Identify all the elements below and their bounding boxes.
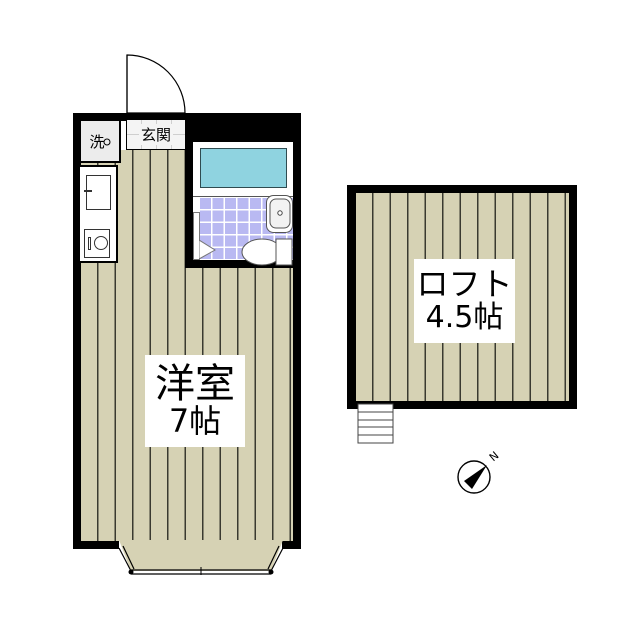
loft-name: ロフト	[416, 265, 513, 304]
loft-ladder-icon[interactable]	[357, 403, 395, 445]
bathtub	[200, 148, 287, 188]
bay-window[interactable]	[113, 540, 289, 576]
bath-door[interactable]	[193, 212, 200, 260]
entrance-door-icon[interactable]	[125, 53, 189, 117]
kitchen-counter	[80, 165, 118, 263]
main-wall-right	[293, 113, 301, 549]
main-wall-left	[73, 113, 81, 549]
western-room-label: 洋室 7帖	[145, 355, 245, 447]
laundry-space: 洗	[81, 121, 121, 163]
bathroom	[193, 142, 293, 266]
stove	[84, 229, 110, 258]
washbasin-icon	[266, 195, 293, 233]
laundry-label: 洗	[89, 132, 105, 151]
main-wall-bottom-left	[73, 541, 119, 549]
toilet-icon	[241, 238, 293, 266]
loft-size: 4.5帖	[425, 300, 504, 336]
kitchen-sink	[84, 175, 111, 210]
stove-control-icon	[88, 237, 91, 250]
main-unit: 洗 玄関 洋室 7帖	[73, 113, 301, 549]
loft-label: ロフト 4.5帖	[414, 259, 515, 343]
north-arrow-icon	[457, 460, 491, 494]
main-wall-bottom-right	[282, 541, 301, 549]
main-wall-top	[73, 113, 301, 121]
entrance-label: 玄関	[138, 124, 173, 145]
compass: N	[455, 449, 505, 497]
entrance: 玄関	[126, 118, 186, 150]
western-room-size: 7帖	[168, 402, 222, 441]
loft: ロフト 4.5帖	[347, 185, 577, 409]
western-room-name: 洋室	[155, 361, 235, 408]
washing-machine-icon	[103, 138, 110, 146]
stove-burner-icon	[94, 236, 108, 250]
faucet-icon	[84, 190, 92, 192]
bath-door-swing-icon	[199, 240, 216, 260]
